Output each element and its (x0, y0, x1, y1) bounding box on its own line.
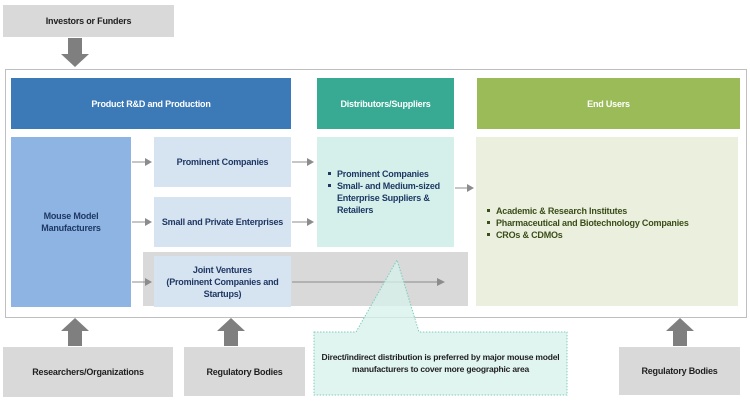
end-users-list-item: CROs & CDMOs (486, 229, 730, 241)
manufacturers-line-2: Manufacturers (41, 223, 101, 233)
prominent-companies-box: Prominent Companies (154, 137, 291, 187)
up-arrow-icon (666, 318, 694, 346)
end-users-box: Academic & Research Institutes Pharmaceu… (476, 137, 738, 306)
callout-line-2: manufacturers to cover more geographic a… (351, 364, 530, 374)
up-arrow-icon (61, 318, 89, 346)
distributors-list-item: Small- and Medium-sized Enterprise Suppl… (327, 180, 446, 216)
joint-ventures-line-3: Startups) (203, 288, 242, 299)
joint-ventures-box: Joint Ventures (Prominent Companies and … (154, 256, 291, 307)
end-users-list-item: Academic & Research Institutes (486, 205, 730, 217)
end-users-list: Academic & Research Institutes Pharmaceu… (486, 205, 730, 241)
end-users-header: End Users (477, 78, 740, 129)
distributors-list: Prominent Companies Small- and Medium-si… (327, 168, 446, 216)
joint-ventures-line-2: (Prominent Companies and (166, 276, 279, 287)
distributors-header-label: Distributors/Suppliers (340, 98, 431, 109)
investors-label: Investors or Funders (45, 16, 132, 26)
regulatory-bodies-left-box: Regulatory Bodies (184, 347, 305, 396)
product-rd-header-label: Product R&D and Production (91, 98, 211, 109)
researchers-box: Researchers/Organizations (3, 347, 173, 397)
regulatory-bodies-right-label: Regulatory Bodies (641, 366, 718, 376)
callout-text: Direct/indirect distribution is preferre… (314, 351, 567, 375)
prominent-companies-label: Prominent Companies (176, 157, 269, 167)
product-rd-header: Product R&D and Production (11, 78, 291, 129)
distributors-list-item: Prominent Companies (327, 168, 446, 180)
distributors-header: Distributors/Suppliers (317, 78, 454, 129)
mouse-model-manufacturers-box: Mouse Model Manufacturers (11, 137, 131, 307)
end-users-header-label: End Users (587, 98, 630, 109)
up-arrow-icon (217, 318, 245, 346)
down-arrow-icon (61, 38, 89, 67)
end-users-list-item: Pharmaceutical and Biotechnology Compani… (486, 217, 730, 229)
researchers-label: Researchers/Organizations (32, 367, 144, 377)
small-private-enterprises-box: Small and Private Enterprises (154, 197, 291, 247)
small-private-enterprises-label: Small and Private Enterprises (161, 217, 284, 227)
regulatory-bodies-right-box: Regulatory Bodies (619, 347, 740, 395)
joint-ventures-line-1: Joint Ventures (192, 264, 253, 275)
distributors-box: Prominent Companies Small- and Medium-si… (317, 137, 454, 247)
regulatory-bodies-left-label: Regulatory Bodies (206, 366, 283, 377)
investors-box: Investors or Funders (3, 5, 174, 37)
manufacturers-line-1: Mouse Model (43, 211, 99, 221)
callout-line-1: Direct/indirect distribution is preferre… (321, 352, 560, 362)
